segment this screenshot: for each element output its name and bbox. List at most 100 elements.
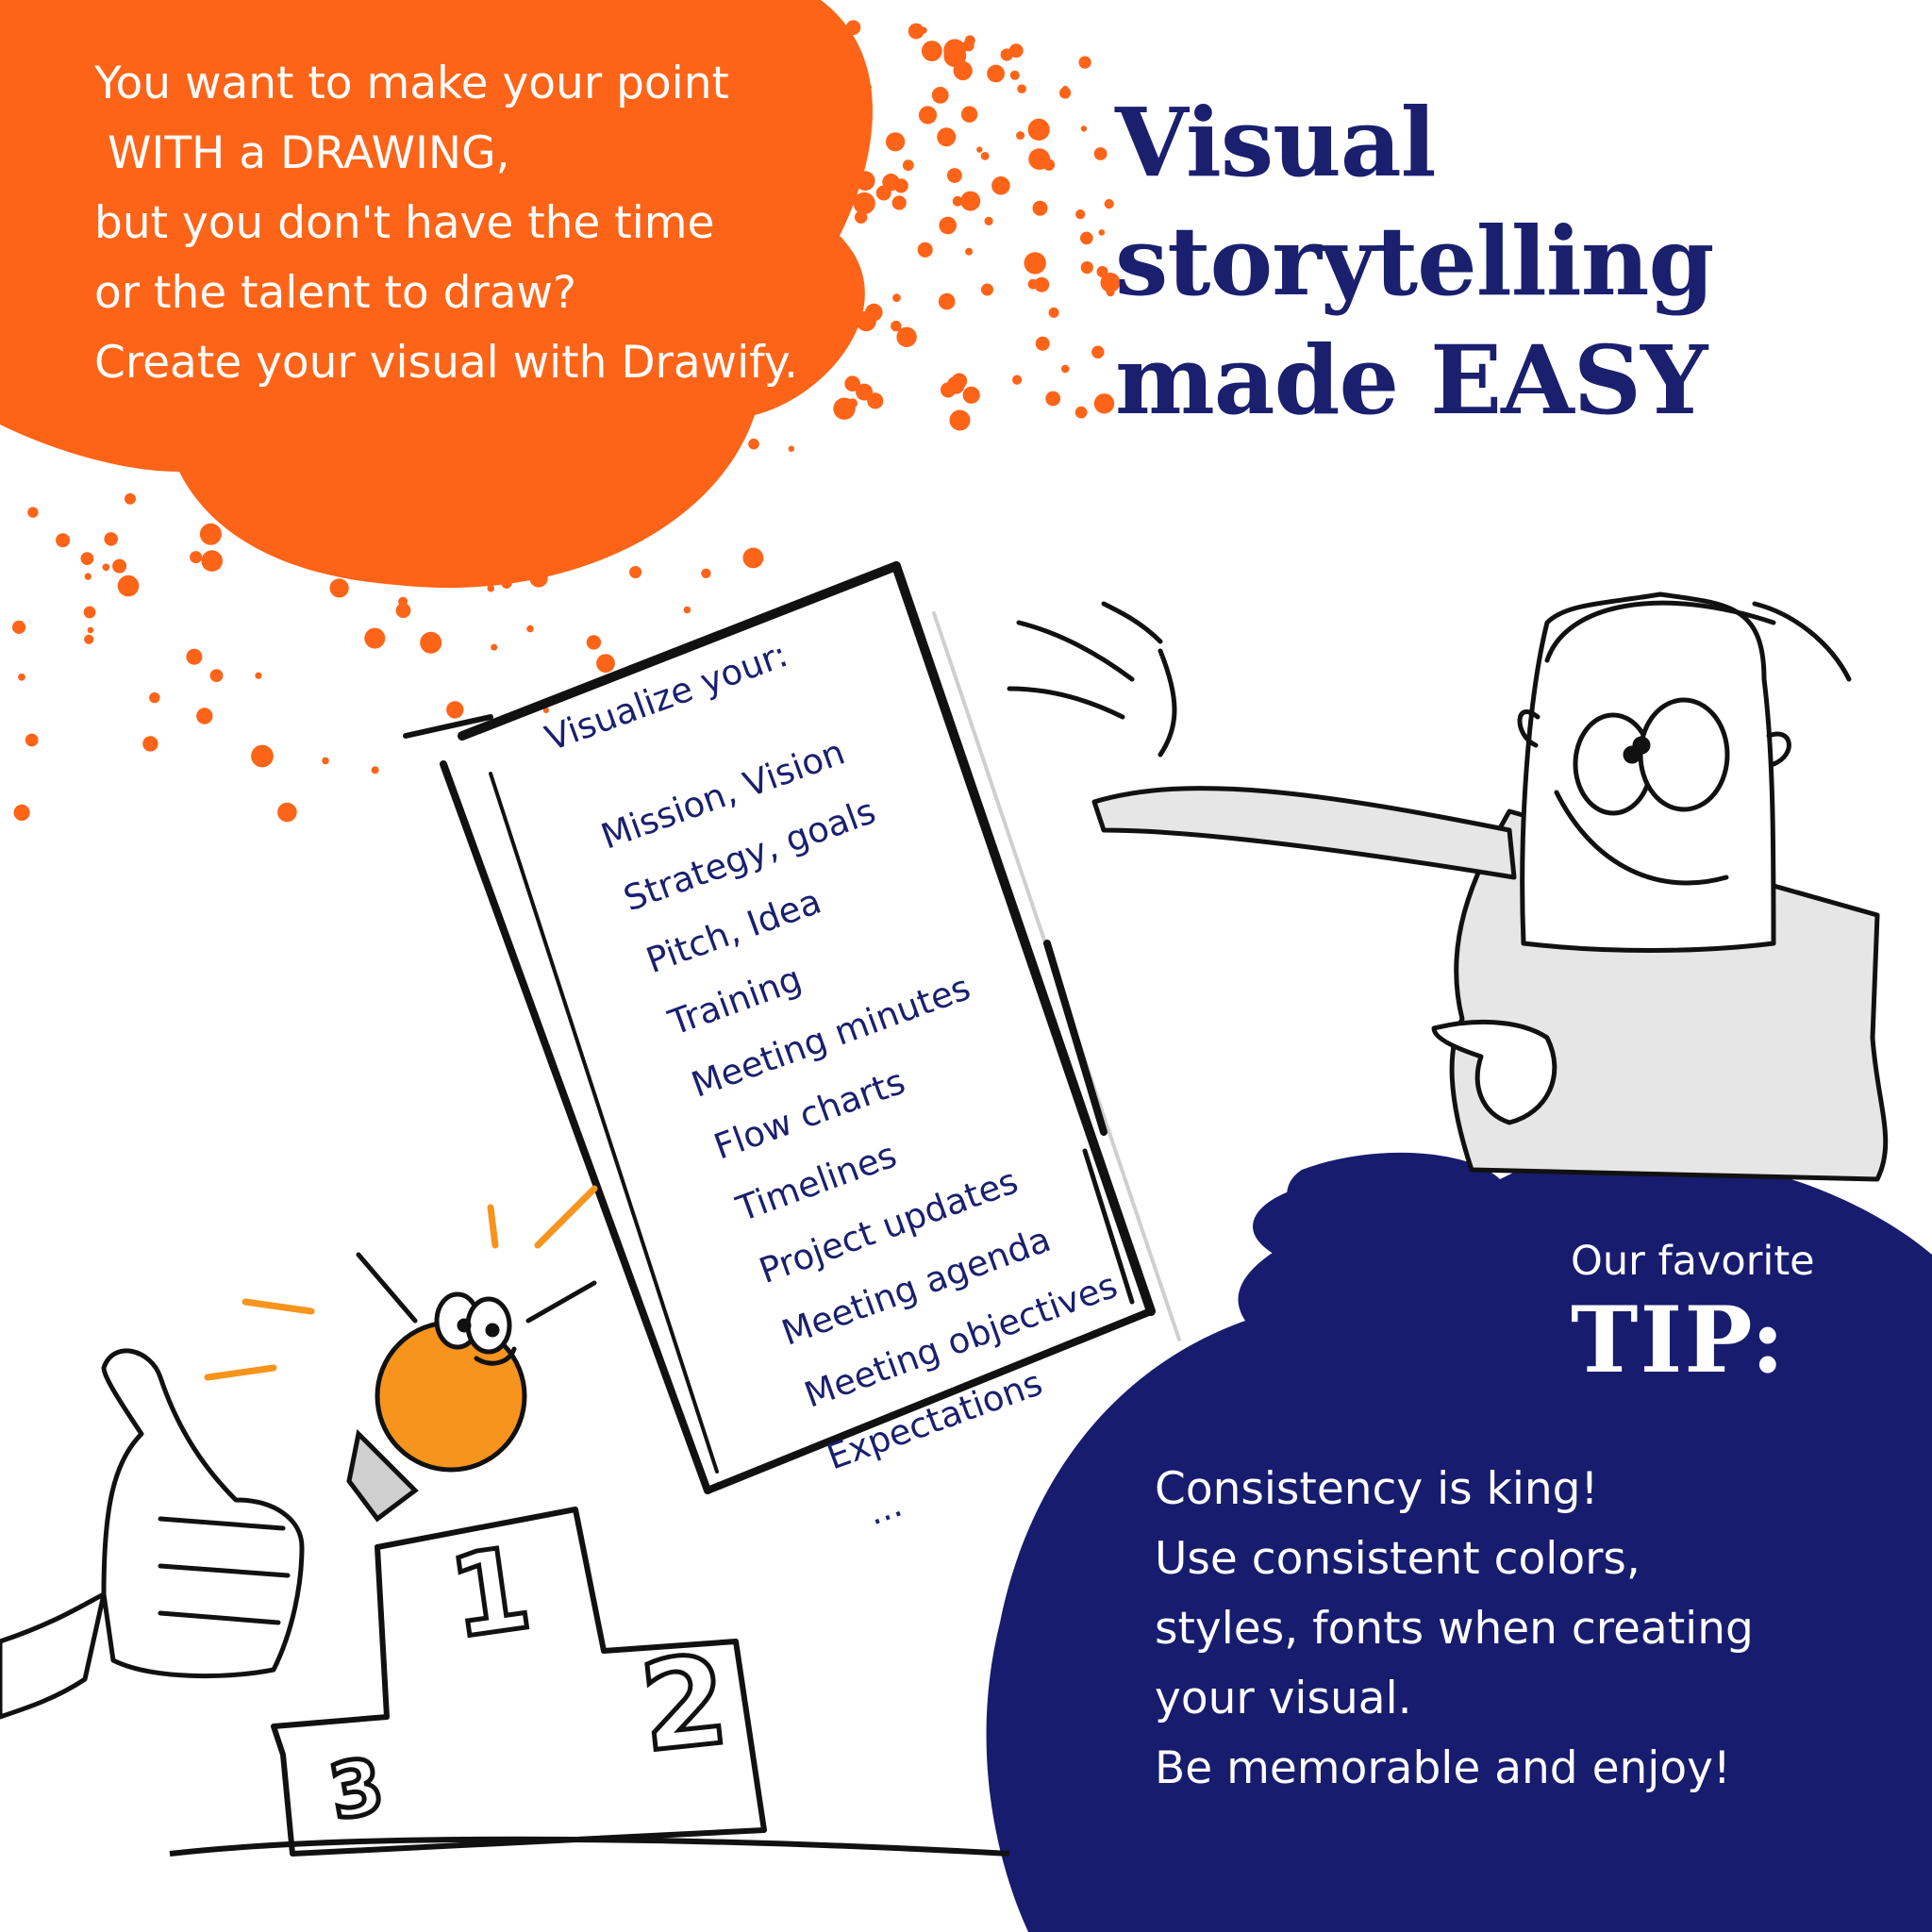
splatter-dot — [526, 625, 534, 633]
intro-line: WITH a DRAWING, — [108, 127, 510, 179]
intro-line: Create your visual with Drawify. — [94, 337, 798, 389]
splatter-dot — [1091, 345, 1105, 358]
splatter-dot — [891, 195, 907, 210]
splatter-dot — [1080, 231, 1093, 245]
orange-cloud-shape — [0, 0, 873, 589]
splatter-dot — [529, 569, 548, 588]
splatter-dot — [949, 409, 971, 431]
splatter-dot — [831, 147, 843, 159]
splatter-dot — [250, 527, 265, 542]
splatter-dot — [371, 766, 379, 774]
splatter-dot — [13, 804, 30, 822]
splatter-dot — [856, 383, 874, 401]
splatter-dot — [896, 326, 917, 347]
splatter-dot — [87, 626, 94, 634]
splatter-dot — [451, 516, 468, 533]
splatter-dot — [322, 757, 329, 765]
splatter-dot — [190, 551, 203, 564]
headline: Visual storytelling made EASY — [1115, 83, 1926, 440]
splatter-dot — [838, 165, 852, 179]
splatter-dot — [941, 382, 957, 398]
splatter-dot — [209, 669, 224, 682]
splatter-dot — [596, 654, 615, 673]
intro-line: You want to make your point — [94, 58, 729, 109]
splatter-dot — [984, 216, 993, 225]
splatter-dot — [203, 483, 215, 495]
intro-text: You want to make your point WITH a DRAWI… — [94, 49, 811, 398]
splatter-dot — [84, 634, 94, 644]
splatter-dot — [487, 584, 495, 592]
splatter-dot — [370, 495, 384, 509]
tip-line: Use consistent colors, — [1155, 1533, 1641, 1585]
splatter-dot — [1017, 84, 1026, 93]
splatter-dot — [231, 436, 245, 451]
splatter-dot — [943, 39, 966, 61]
splatter-dot — [960, 106, 978, 123]
splatter-dot — [102, 563, 110, 572]
splatter-dot — [847, 79, 861, 94]
splatter-dot — [902, 159, 914, 172]
splatter-dot — [931, 87, 949, 104]
splatter-dot — [683, 606, 691, 614]
splatter-dot — [576, 560, 583, 568]
lightbulb-character — [204, 1185, 598, 1523]
splatter-dot — [701, 568, 711, 578]
splatter-dot — [1048, 307, 1059, 318]
splatter-dot — [845, 20, 861, 35]
splatter-dot — [80, 552, 94, 565]
splatter-dot — [12, 620, 26, 635]
tip-line: Consistency is king! — [1155, 1463, 1599, 1515]
splatter-dot — [853, 192, 875, 215]
splatter-dot — [395, 603, 411, 619]
splatter-dot — [855, 171, 875, 192]
splatter-dot — [1078, 56, 1091, 69]
splatter-dot — [83, 606, 96, 619]
splatter-dot — [920, 26, 927, 34]
splatter-dot — [327, 551, 348, 572]
splatter-dot — [1106, 288, 1115, 297]
splatter-dot — [1093, 393, 1115, 414]
splatter-dot — [850, 102, 858, 110]
navy-blob-shape — [986, 1146, 1932, 1932]
splatter-dot — [1027, 118, 1050, 141]
splatter-dot — [196, 708, 213, 724]
tip-title: TIP: — [1571, 1287, 1787, 1393]
splatter-dot — [917, 242, 933, 258]
splatter-dot — [598, 462, 611, 475]
intro-line: or the talent to draw? — [94, 267, 576, 319]
splatter-dot — [855, 210, 868, 224]
splatter-dot — [420, 631, 442, 654]
splatter-dot — [201, 550, 223, 572]
splatter-dot — [856, 310, 876, 332]
splatter-dot — [501, 577, 512, 589]
splatter-dot — [1034, 276, 1050, 292]
splatter-dot — [1080, 261, 1093, 275]
splatter-dot — [991, 176, 1010, 195]
winners-podium — [169, 1507, 1010, 1857]
splatter-dot — [364, 627, 386, 649]
splatter-dot — [892, 293, 901, 303]
splatter-dot — [1028, 148, 1051, 171]
splatter-dot — [976, 146, 983, 153]
splatter-dot — [847, 398, 858, 408]
splatter-dot — [1024, 252, 1046, 275]
splatter-dot — [104, 532, 118, 546]
splatter-dot — [117, 575, 140, 597]
splatter-dot — [918, 106, 938, 125]
splatter-dot — [369, 528, 389, 548]
splatter-dot — [824, 160, 841, 176]
splatter-dot — [908, 23, 924, 40]
splatter-dot — [27, 507, 39, 518]
orange-splatter — [12, 20, 1121, 823]
splatter-dot — [142, 736, 158, 752]
splatter-dot — [1074, 406, 1088, 419]
splatter-dot — [125, 492, 136, 505]
splatter-dot — [138, 434, 158, 455]
splatter-dot — [890, 177, 897, 184]
splatter-dot — [491, 643, 498, 651]
splatter-dot — [149, 691, 160, 704]
splatter-dot — [25, 733, 39, 747]
tip-line: styles, fonts when creating — [1155, 1603, 1754, 1655]
splatter-dot — [575, 475, 590, 490]
